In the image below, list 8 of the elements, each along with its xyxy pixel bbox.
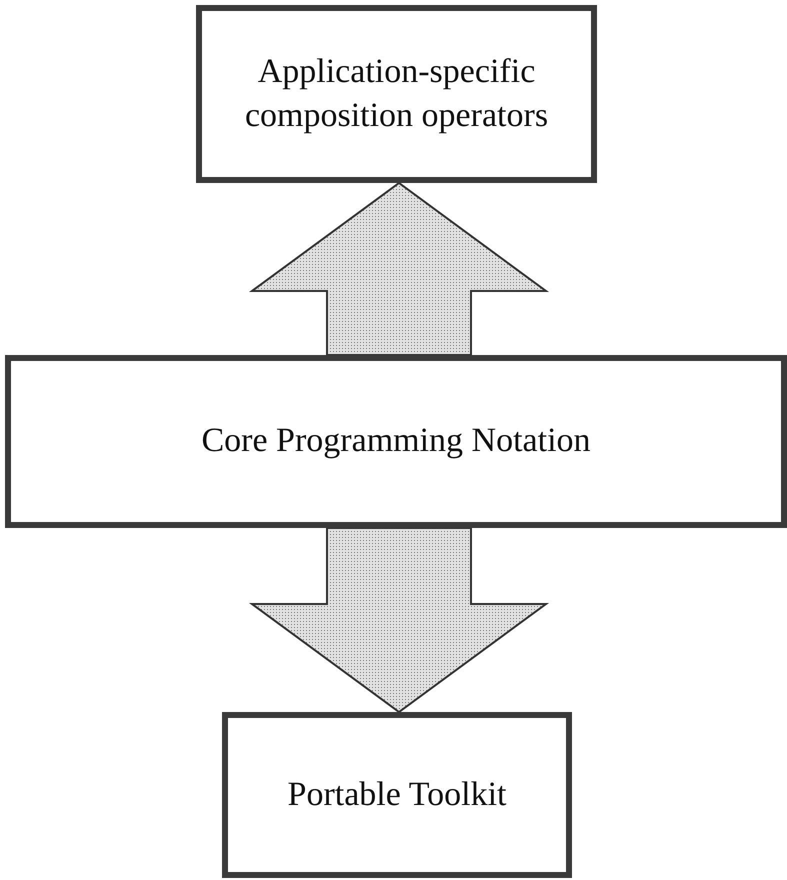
block-arrow bbox=[248, 527, 550, 714]
process-box bbox=[5, 355, 787, 528]
process-box bbox=[196, 5, 597, 183]
box-label: Portable Toolkit bbox=[288, 774, 506, 815]
box-label: Core Programming Notation bbox=[201, 421, 591, 462]
box-label: Application-specific composition operators bbox=[244, 52, 550, 136]
block-arrow bbox=[248, 182, 550, 356]
process-box bbox=[222, 712, 572, 878]
